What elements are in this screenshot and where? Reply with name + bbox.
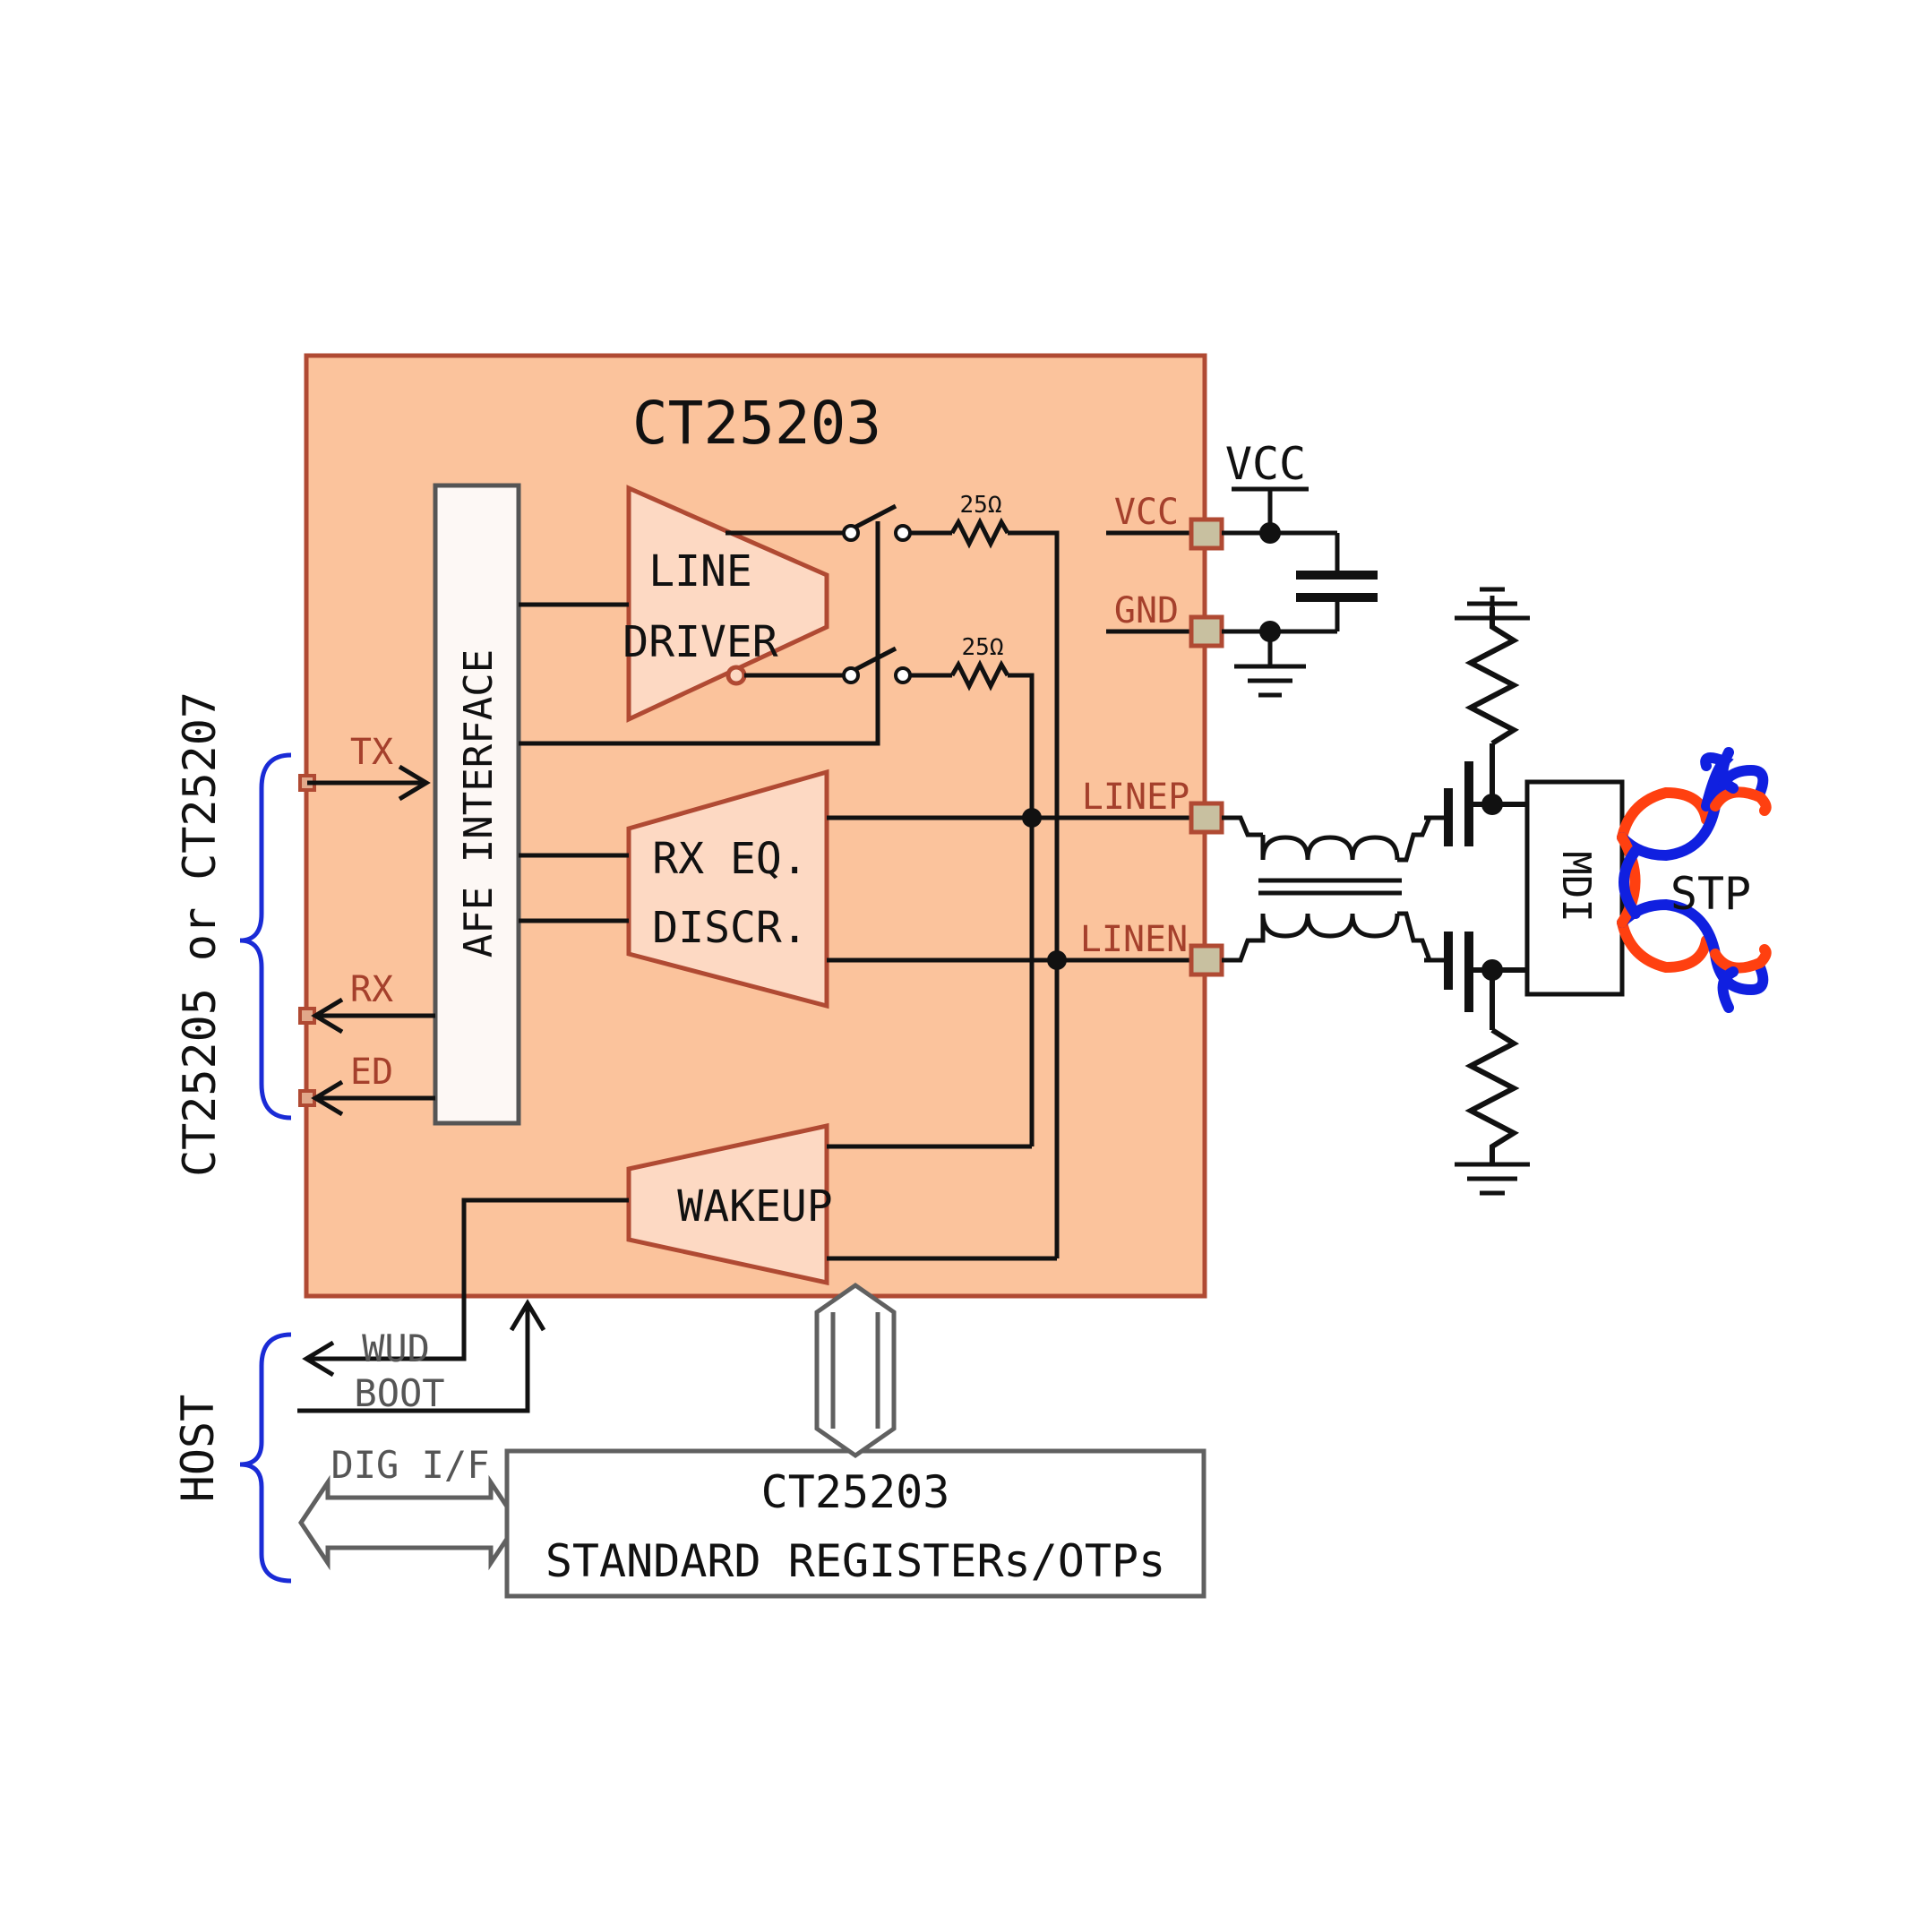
resistor-bottom-value: 25Ω [962,634,1004,661]
resistor-top-value: 25Ω [960,492,1002,519]
wakeup-label: WAKEUP [677,1181,832,1232]
line-driver-block [626,485,829,723]
bias-ground-symbols [1455,587,1530,1196]
pin-ed-label: ED [350,1052,393,1093]
line-driver-label-1: LINE [648,546,752,597]
pin-gnd-label: GND [1114,590,1179,631]
afe-interface-block [433,483,521,1126]
registers-label-1: CT25203 [761,1466,950,1518]
chip-title: CT25203 [632,389,881,458]
pin-linen-label: LINEN [1080,919,1188,960]
rx-eq-discr-block [626,769,829,1009]
stp-cable-pair [1617,747,1772,1013]
pin-rx-label: RX [350,969,393,1010]
rx-label-2: DISCR. [652,903,807,953]
dig-if-bus-arrow [297,1474,521,1571]
register-bus-arrow [814,1282,897,1459]
pin-vcc-label: VCC [1114,492,1179,533]
external-vcc-label: VCC [1225,438,1306,490]
mdi-label: MDI [1553,851,1599,922]
pin-linep-label: LINEP [1082,777,1189,818]
vcc-node [1259,522,1281,544]
transceiver-brace [239,752,292,1121]
boot-label: BOOT [354,1371,444,1415]
afe-interface-label: AFE INTERFACE [456,649,502,957]
host-wiring [297,1198,629,1413]
line-driver-inverting-output [726,665,747,686]
line-driver-label-2: DRIVER [623,617,777,667]
host-group-label: HOST [172,1395,224,1502]
right-pins [1189,517,1224,977]
transceiver-group-label: CT25205 or CT25207 [174,691,226,1177]
bias-node-top [1481,794,1503,815]
bias-resistors [1464,607,1527,1164]
bias-node-bottom [1481,959,1503,981]
switch-contacts [842,524,912,684]
rx-label-1: RX EQ. [652,834,807,884]
ac-coupling [1424,802,1527,973]
wire-junctions [1022,808,1067,970]
registers-label-2: STANDARD REGISTERs/OTPs [545,1535,1165,1587]
ac-coupling-cap-plates [1444,761,1473,1012]
internal-wiring [519,503,1191,1261]
pin-tx-label: TX [350,732,393,773]
vcc-decoupling-network [1222,486,1340,698]
left-signal-arrows [307,764,435,1117]
dig-if-label: DIG I/F [331,1443,489,1487]
transformer [1222,815,1447,963]
stp-label: STP [1670,868,1751,920]
gnd-node [1259,621,1281,642]
mdi-connector [1524,779,1625,997]
wakeup-block [626,1122,829,1286]
host-brace [239,1332,292,1584]
wud-label: WUD [362,1327,430,1370]
